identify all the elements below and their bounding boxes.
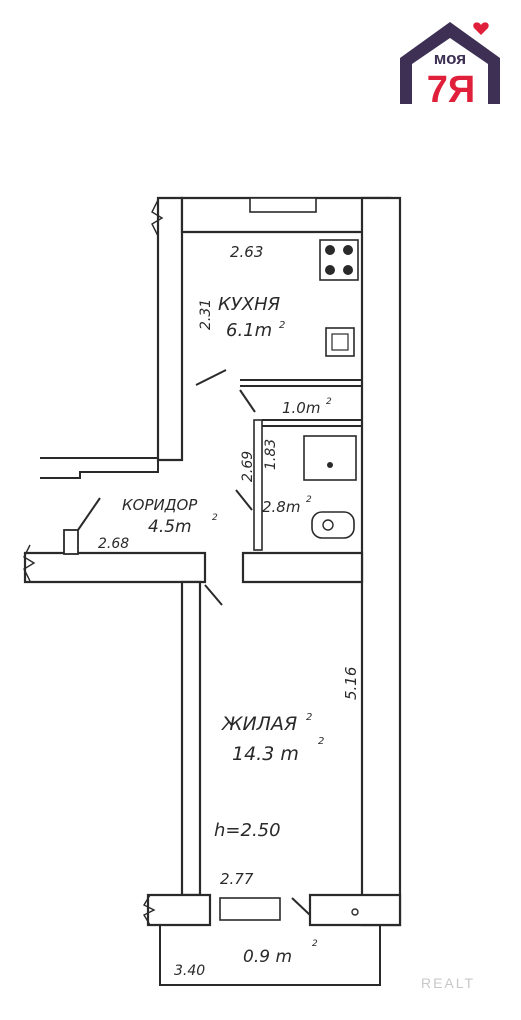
wall-partition-left	[23, 551, 207, 584]
shower-tray-icon	[303, 435, 357, 481]
break-mark-bottom	[143, 894, 156, 926]
stove-icon	[319, 239, 359, 281]
bath-area: 2.8m	[262, 498, 300, 516]
dim-ceiling-height: h=2.50	[214, 820, 281, 841]
wc-area-sup: 2	[326, 397, 332, 407]
entrance-door	[77, 497, 101, 531]
break-mark-left	[23, 544, 36, 582]
doors	[77, 369, 311, 916]
living-name: ЖИЛАЯ	[221, 713, 297, 735]
wall-left-living	[180, 580, 202, 897]
dim-kitchen-width: 2.63	[230, 243, 263, 261]
kitchen-door	[195, 369, 227, 386]
wall-bath-corridor	[253, 419, 263, 551]
bath-door	[235, 489, 253, 511]
wc-area: 1.0m	[282, 399, 320, 417]
dim-corridor-width: 2.68	[98, 536, 129, 552]
dim-living-length: 5.16	[342, 667, 360, 700]
wall-partition-right	[241, 551, 364, 584]
wall-right	[360, 196, 402, 927]
logo-word: моя	[434, 49, 466, 68]
kitchen-sink-basin	[331, 333, 349, 351]
kitchen-window	[249, 197, 317, 213]
dim-bath-depth: 1.83	[263, 439, 279, 470]
kitchen-area-sup: 2	[279, 320, 285, 331]
living-area-sup: 2	[318, 736, 324, 747]
burner-icon	[343, 245, 353, 255]
wall-bottom-left	[146, 893, 212, 927]
balcony-area: 0.9 m	[243, 947, 292, 967]
balcony-area-sup: 2	[312, 939, 318, 949]
wall-corridor-stub	[63, 529, 79, 555]
stair-wall	[40, 457, 159, 479]
wc-door	[239, 389, 256, 413]
bath-area-sup: 2	[306, 495, 312, 505]
wall-wc-bath	[262, 419, 362, 427]
heart-icon	[473, 22, 489, 35]
room-labels: КУХНЯ 6.1m 2 1.0m 2 2.8m 2 КОРИДОР 4.5m …	[122, 294, 332, 967]
living-area: 14.3 m	[232, 743, 299, 765]
wall-kitchen-wc	[240, 379, 362, 387]
dim-living-width: 2.77	[220, 870, 254, 888]
house-roof-icon	[400, 22, 500, 104]
corridor-area-sup: 2	[212, 513, 218, 523]
burner-icon	[343, 265, 353, 275]
corridor-area: 4.5m	[148, 517, 192, 537]
corridor-name: КОРИДОР	[122, 496, 198, 514]
wall-bottom-right	[308, 893, 402, 927]
toilet-bowl-icon	[322, 519, 334, 531]
watermark: REALT	[421, 975, 475, 991]
kitchen-sink-icon	[325, 327, 355, 357]
walls	[23, 196, 402, 986]
balcony-door	[291, 897, 311, 916]
kitchen-area: 6.1m	[226, 320, 272, 341]
kitchen-name: КУХНЯ	[218, 294, 281, 315]
fixtures	[303, 239, 359, 916]
dim-balcony-width: 3.40	[174, 963, 205, 979]
burner-icon	[325, 265, 335, 275]
dim-kitchen-depth: 2.31	[198, 299, 214, 330]
dimension-labels: 2.63 2.31 2.69 1.83 2.68 5.16 h=2.50 2.7…	[98, 243, 360, 979]
living-window	[219, 897, 281, 921]
living-name-sup: 2	[306, 712, 312, 723]
break-mark-top	[151, 199, 164, 237]
moya-7ya-logo: моя 7Я	[400, 22, 500, 111]
balcony-outline	[159, 925, 381, 986]
radiator-valve-icon	[351, 908, 359, 916]
dim-corridor-depth: 2.69	[240, 451, 256, 482]
living-door	[204, 584, 223, 606]
logo-letters: 7Я	[427, 69, 475, 111]
drain-icon	[327, 462, 333, 468]
wall-left-upper	[156, 196, 184, 462]
burner-icon	[325, 245, 335, 255]
